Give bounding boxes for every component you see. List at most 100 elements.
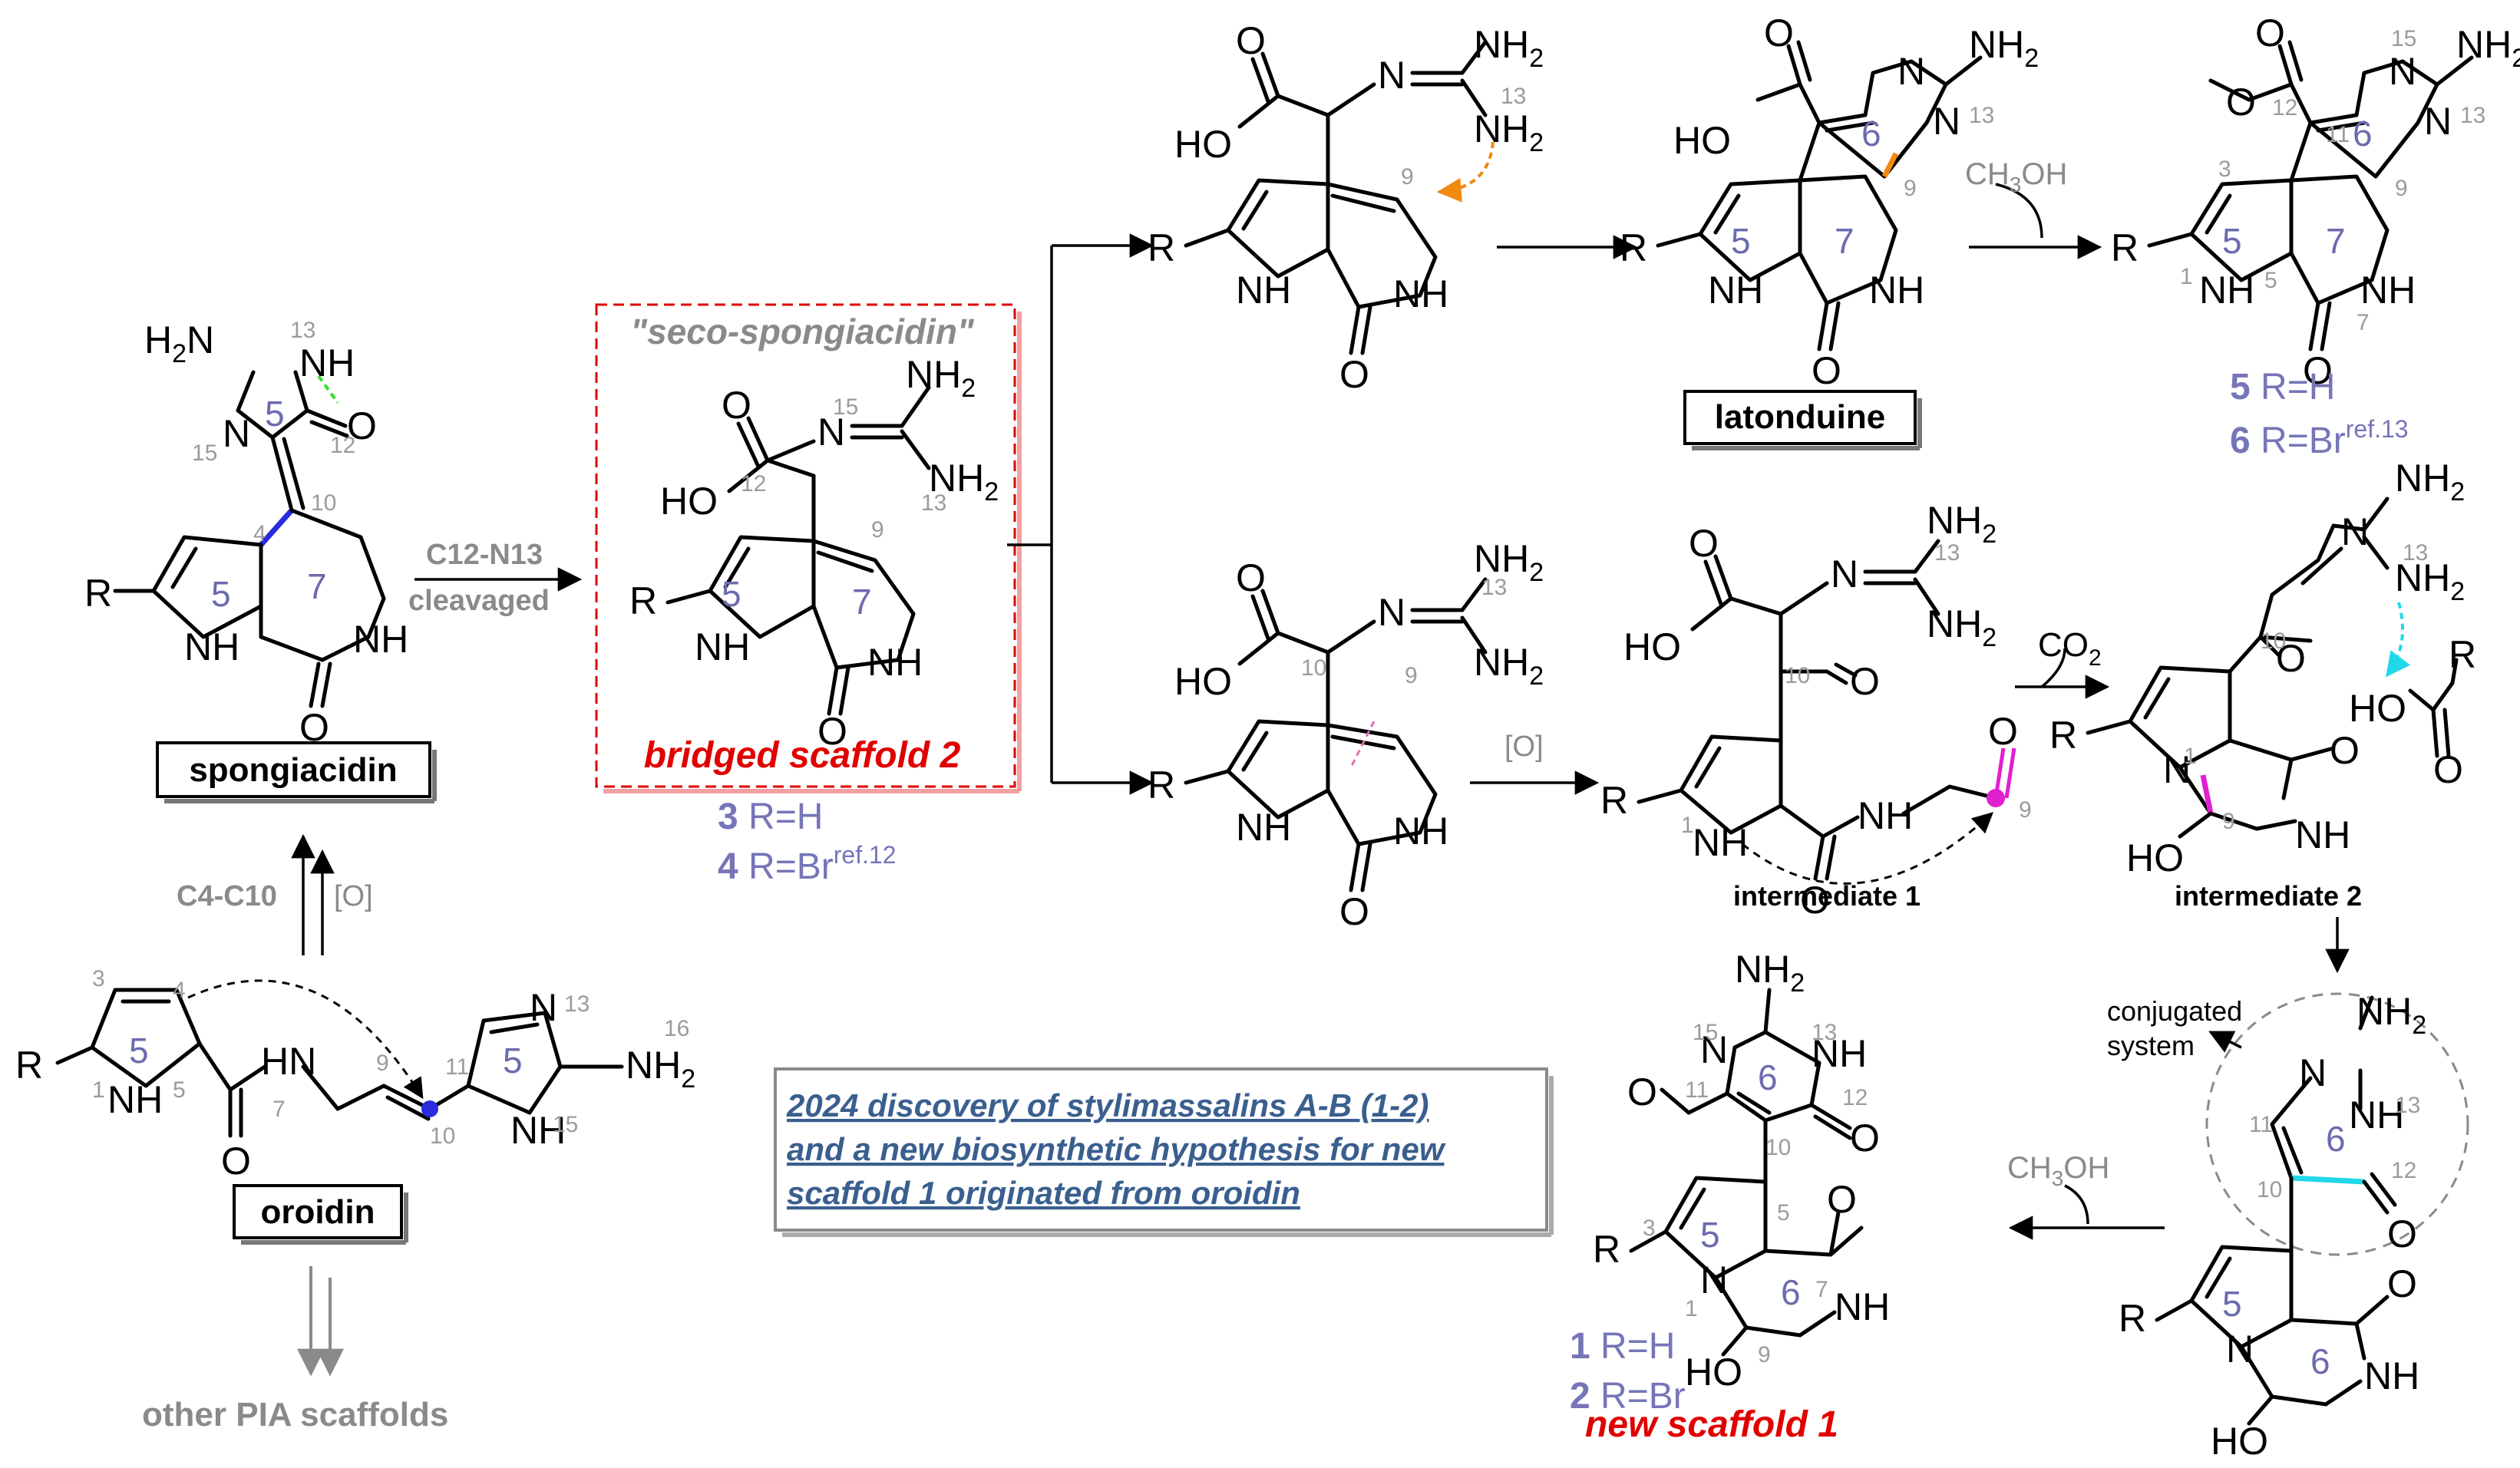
ring-label: 6	[1781, 1272, 1801, 1312]
atom-number: 9	[376, 1051, 389, 1076]
atom-number: 10	[1301, 655, 1326, 681]
atom-number: 11	[2326, 122, 2350, 147]
conjugated-label: conjugated	[2107, 995, 2242, 1027]
atom-label: N	[2341, 510, 2369, 553]
atom-label: O	[221, 1140, 251, 1183]
atom-label: R	[1593, 1228, 1620, 1271]
atom-number: 10	[2257, 1177, 2282, 1202]
atom-label: NH2	[906, 353, 976, 403]
atom-label: NH	[107, 1078, 163, 1121]
atom-label: O	[1627, 1070, 1657, 1113]
atom-label: O	[1764, 12, 1794, 54]
atom-label: NH2	[2357, 990, 2426, 1040]
atom-number: 7	[2357, 310, 2370, 335]
ring-label: 6	[2353, 114, 2373, 153]
atom-number: 1	[2180, 264, 2193, 289]
compound-5: 5 R=H	[2230, 367, 2335, 407]
atom-number: 12	[2272, 95, 2297, 120]
oroidin-box	[233, 1184, 403, 1239]
arrow-label-oxidation: [O]	[334, 880, 373, 912]
atom-number: 9	[2019, 797, 2032, 823]
atom-number: 10	[1785, 663, 1810, 688]
atom-label: O	[1850, 1117, 1880, 1160]
bridged-scaffold-label: bridged scaffold 2	[644, 735, 961, 776]
atom-label: NH2	[1474, 23, 1544, 73]
atom-label: N	[1700, 1028, 1728, 1071]
atom-label: NH	[2360, 269, 2416, 312]
atom-label: HO	[1623, 625, 1681, 668]
atom-label: NH	[1393, 272, 1448, 315]
ring-label: 7	[2326, 221, 2346, 261]
atom-label: R	[2449, 633, 2476, 676]
atom-label: NH2	[1969, 23, 2039, 73]
atom-number: 10	[430, 1123, 455, 1149]
compound-3: 3 R=H	[718, 797, 823, 837]
atom-label: HO	[2126, 836, 2184, 879]
atom-label: NH	[1869, 269, 1924, 312]
atom-number: 9	[1758, 1342, 1771, 1367]
atom-label: N	[530, 986, 557, 1029]
arrow-label-oxidation: [O]	[1504, 731, 1544, 763]
atom-label: NH	[353, 618, 408, 661]
atom-label: NH	[1693, 821, 1748, 864]
arrow-label-c4-c10: C4-C10	[177, 880, 277, 912]
seco-spongiacidin-structure: O HO N NH2 NH2 R NH NH O 15 12 13 9 5 7	[629, 353, 999, 753]
atom-number: 5	[1777, 1200, 1790, 1226]
atom-number: 10	[2261, 628, 2286, 654]
atom-label: N	[2424, 100, 2452, 143]
atom-label: O	[817, 710, 847, 753]
ring-label: 5	[722, 574, 741, 614]
atom-label: R	[1148, 226, 1175, 269]
atom-label: NH	[299, 341, 355, 384]
spongiacidin-box	[156, 741, 431, 798]
atom-number: 13	[1501, 84, 1526, 109]
atom-label: N	[1700, 1259, 1728, 1301]
atom-label: NH	[1812, 1032, 1867, 1075]
atom-number: 3	[92, 966, 105, 991]
reagent-methanol: CH3OH	[1965, 157, 2067, 196]
ring-label: 5	[503, 1041, 523, 1080]
atom-number: 1	[2184, 744, 2197, 769]
latonduine-box	[1683, 390, 1917, 445]
atom-label: N	[223, 412, 250, 455]
arrow-label-cleavaged: cleavaged	[408, 585, 550, 617]
arrow-label-c12-n13: C12-N13	[426, 539, 543, 571]
atom-label: N	[1933, 100, 1960, 143]
compound-name-oroidin: oroidin	[260, 1193, 375, 1231]
atom-number: 13	[2403, 540, 2428, 566]
atom-number: 13	[1812, 1020, 1837, 1045]
atom-number: 12	[1842, 1085, 1868, 1110]
atom-label: N	[2226, 1328, 2254, 1371]
atom-label: NH	[2349, 1094, 2404, 1136]
atom-label: NH	[1236, 269, 1291, 312]
atom-number: 1	[92, 1077, 105, 1103]
conjugated-system-circle	[2205, 992, 2469, 1256]
atom-label: N	[2163, 748, 2191, 791]
atom-number: 10	[1765, 1135, 1791, 1160]
atom-number: 13	[1934, 540, 1960, 566]
ring-label: 7	[1835, 221, 1854, 261]
atom-label: O	[722, 384, 751, 427]
ring-label: 5	[129, 1031, 149, 1070]
atom-label: NH	[695, 625, 750, 668]
spongiacidin-structure: H2N NH N O R NH NH O 13 15 12 10 4 5 5 7	[84, 318, 408, 749]
system-label: system	[2107, 1030, 2195, 1061]
atom-number: 4	[253, 521, 266, 546]
reagent-methanol: CH3OH	[2007, 1151, 2109, 1190]
atom-label: R	[1620, 226, 1647, 269]
other-pia-scaffolds: other PIA scaffolds	[142, 1396, 448, 1433]
atom-label: HN	[261, 1040, 316, 1083]
atom-label: N	[1378, 54, 1405, 97]
atom-label: O	[1827, 1178, 1857, 1221]
atom-label: O	[2330, 729, 2360, 772]
atom-number: 3	[1643, 1216, 1656, 1241]
atom-number: 10	[311, 490, 336, 516]
atom-label: N	[817, 411, 845, 454]
atom-number: 9	[2222, 809, 2235, 834]
atom-label: NH	[1236, 806, 1291, 849]
atom-number: 13	[2395, 1093, 2420, 1118]
atom-number: 15	[192, 440, 217, 466]
atom-number: 12	[330, 433, 355, 458]
atom-number: 15	[833, 394, 858, 420]
intermediate-2-label: intermediate 2	[2175, 880, 2362, 912]
